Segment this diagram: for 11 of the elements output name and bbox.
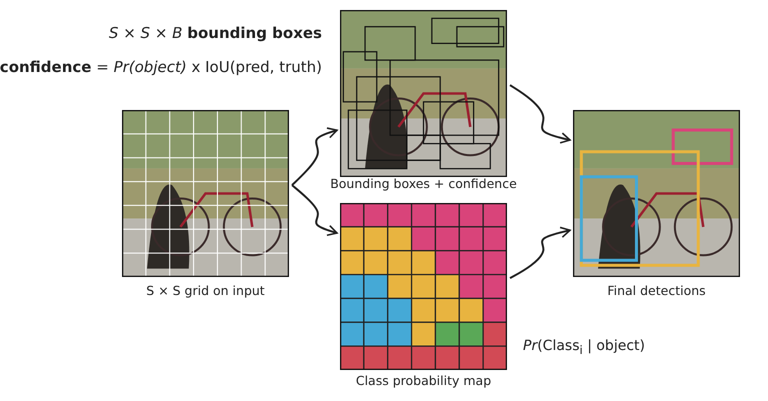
formula-text: confidence = Pr(object) x IoU(pred, truth): [0, 58, 322, 76]
formula-text: S × S × B bounding boxes: [108, 24, 322, 42]
image-caption: S × S grid on input: [146, 283, 265, 298]
curved-arrow: [510, 226, 571, 280]
curved-arrow: [291, 127, 338, 186]
image-caption: Bounding boxes + confidence: [330, 176, 517, 191]
curved-arrow: [291, 184, 338, 236]
image-caption: Final detections: [607, 283, 706, 298]
curved-arrow: [509, 84, 571, 144]
image-caption: Class probability map: [356, 373, 492, 388]
formula-text: Pr(Class$_{i}$ | object): [523, 338, 645, 357]
